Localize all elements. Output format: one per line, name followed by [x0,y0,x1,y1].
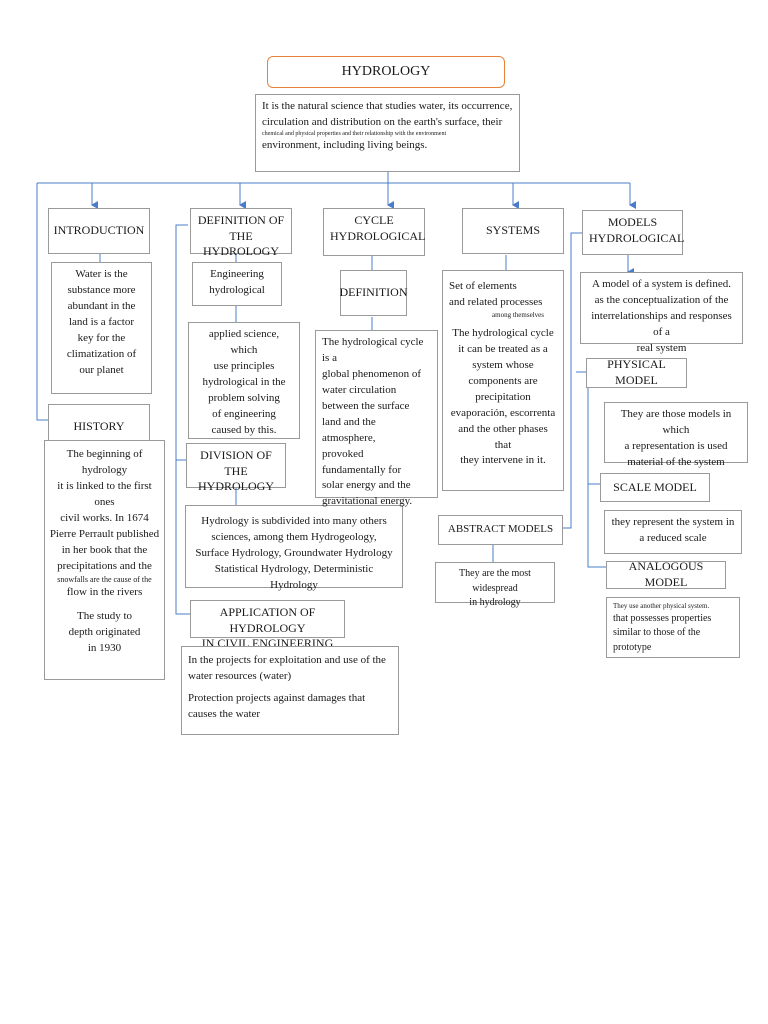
abstract-models-text: They are the most widespread in hydrolog… [459,568,531,608]
engineering-hydrological-box: Engineering hydrological [192,262,282,306]
application-title: APPLICATION OF HYDROLOGY IN CIVIL ENGINE… [201,605,334,651]
definition-text: It is the natural science that studies w… [262,100,513,128]
scale-model-title-box: SCALE MODEL [600,473,710,502]
cycle-text-box: The hydrological cycle is a global pheno… [315,330,438,507]
analogous-model-text-box: They use another physical system. that p… [606,597,740,658]
applied-science-box: applied science, which use principles hy… [188,322,300,439]
systems-small-text: among themselves [492,310,544,319]
systems-text-1: Set of elements and related processes [449,280,543,308]
scale-model-text: they represent the system in a reduced s… [611,516,735,544]
application-text-box: In the projects for exploitation and use… [181,646,399,735]
connector-line [36,183,48,421]
analogous-model-text: that possesses properties similar to tho… [613,612,712,653]
physical-model-title-box: PHYSICAL MODEL [586,357,687,388]
connector-line [587,388,606,568]
application-title-box: APPLICATION OF HYDROLOGY IN CIVIL ENGINE… [190,600,345,650]
page-title: HYDROLOGY [341,63,431,79]
definition-box: It is the natural science that studies w… [255,94,520,172]
introduction-title: INTRODUCTION [53,223,145,238]
cycle-definition-label: DEFINITION [339,285,408,300]
abstract-models-title: ABSTRACT MODELS [447,523,554,536]
history-text-3: The study to depth originated in 1930 [68,609,141,654]
scale-model-title: SCALE MODEL [613,479,697,494]
connector-line [563,232,582,529]
application-text-2: Protection projects against damages that… [188,691,366,720]
abstract-models-text-box: They are the most widespread in hydrolog… [435,562,555,608]
definition-small-text: chemical and physical properties and the… [262,130,447,137]
systems-title: SYSTEMS [485,223,541,238]
definition-hydrology-title: DEFINITION OF THE HYDROLOGY [197,213,285,259]
history-text-2: flow in the rivers [66,585,143,598]
history-title: HISTORY [73,419,125,434]
division-text: Hydrology is subdivided into many others… [195,515,393,591]
abstract-models-title-box: ABSTRACT MODELS [438,515,563,545]
cycle-title: CYCLE HYDROLOGICAL [330,213,426,243]
systems-text-box: Set of elements and related processes am… [442,270,564,491]
analogous-model-title: ANALOGOUS MODEL [628,559,704,589]
cycle-text: The hydrological cycle is a global pheno… [322,336,424,508]
definition-hydrology-title-box: DEFINITION OF THE HYDROLOGY [190,208,292,258]
systems-title-box: SYSTEMS [462,208,564,254]
division-text-box: Hydrology is subdivided into many others… [185,505,403,591]
introduction-title-box: INTRODUCTION [48,208,150,254]
cycle-title-box: CYCLE HYDROLOGICAL [323,208,425,256]
physical-model-text-box: They are those models in which a represe… [604,402,748,468]
physical-model-title: PHYSICAL MODEL [607,357,666,387]
models-text: A model of a system is defined. as the c… [591,278,732,354]
analogous-model-title-box: ANALOGOUS MODEL [606,559,726,589]
models-title: MODELS HYDROLOGICAL [589,215,685,245]
applied-science-text: applied science, which use principles hy… [202,328,286,436]
history-text: The beginning of hydrology it is linked … [49,448,160,572]
scale-model-text-box: they represent the system in a reduced s… [604,510,742,554]
physical-model-text: They are those models in which a represe… [620,408,732,468]
application-text-1: In the projects for exploitation and use… [188,654,386,682]
division-title-box: DIVISION OF THE HYDROLOGY [186,443,286,493]
definition-end-text: environment, including living beings. [262,139,428,152]
history-small-text: snowfalls are the cause of the [57,574,152,584]
engineering-hydrological-label: Engineering hydrological [209,268,265,296]
title-box: HYDROLOGY [267,56,505,88]
systems-text-2: The hydrological cycle it can be treated… [450,326,556,467]
introduction-text-box: Water is the substance more abundant in … [51,262,152,394]
connector-line [175,224,190,615]
division-title: DIVISION OF THE HYDROLOGY [198,448,274,494]
analogous-model-small-text: They use another physical system. [613,602,710,610]
models-title-box: MODELS HYDROLOGICAL [582,210,685,255]
history-text-box: The beginning of hydrology it is linked … [44,440,165,680]
models-text-box: A model of a system is defined. as the c… [580,272,743,354]
cycle-definition-box: DEFINITION [339,270,408,316]
introduction-text: Water is the substance more abundant in … [66,268,137,376]
